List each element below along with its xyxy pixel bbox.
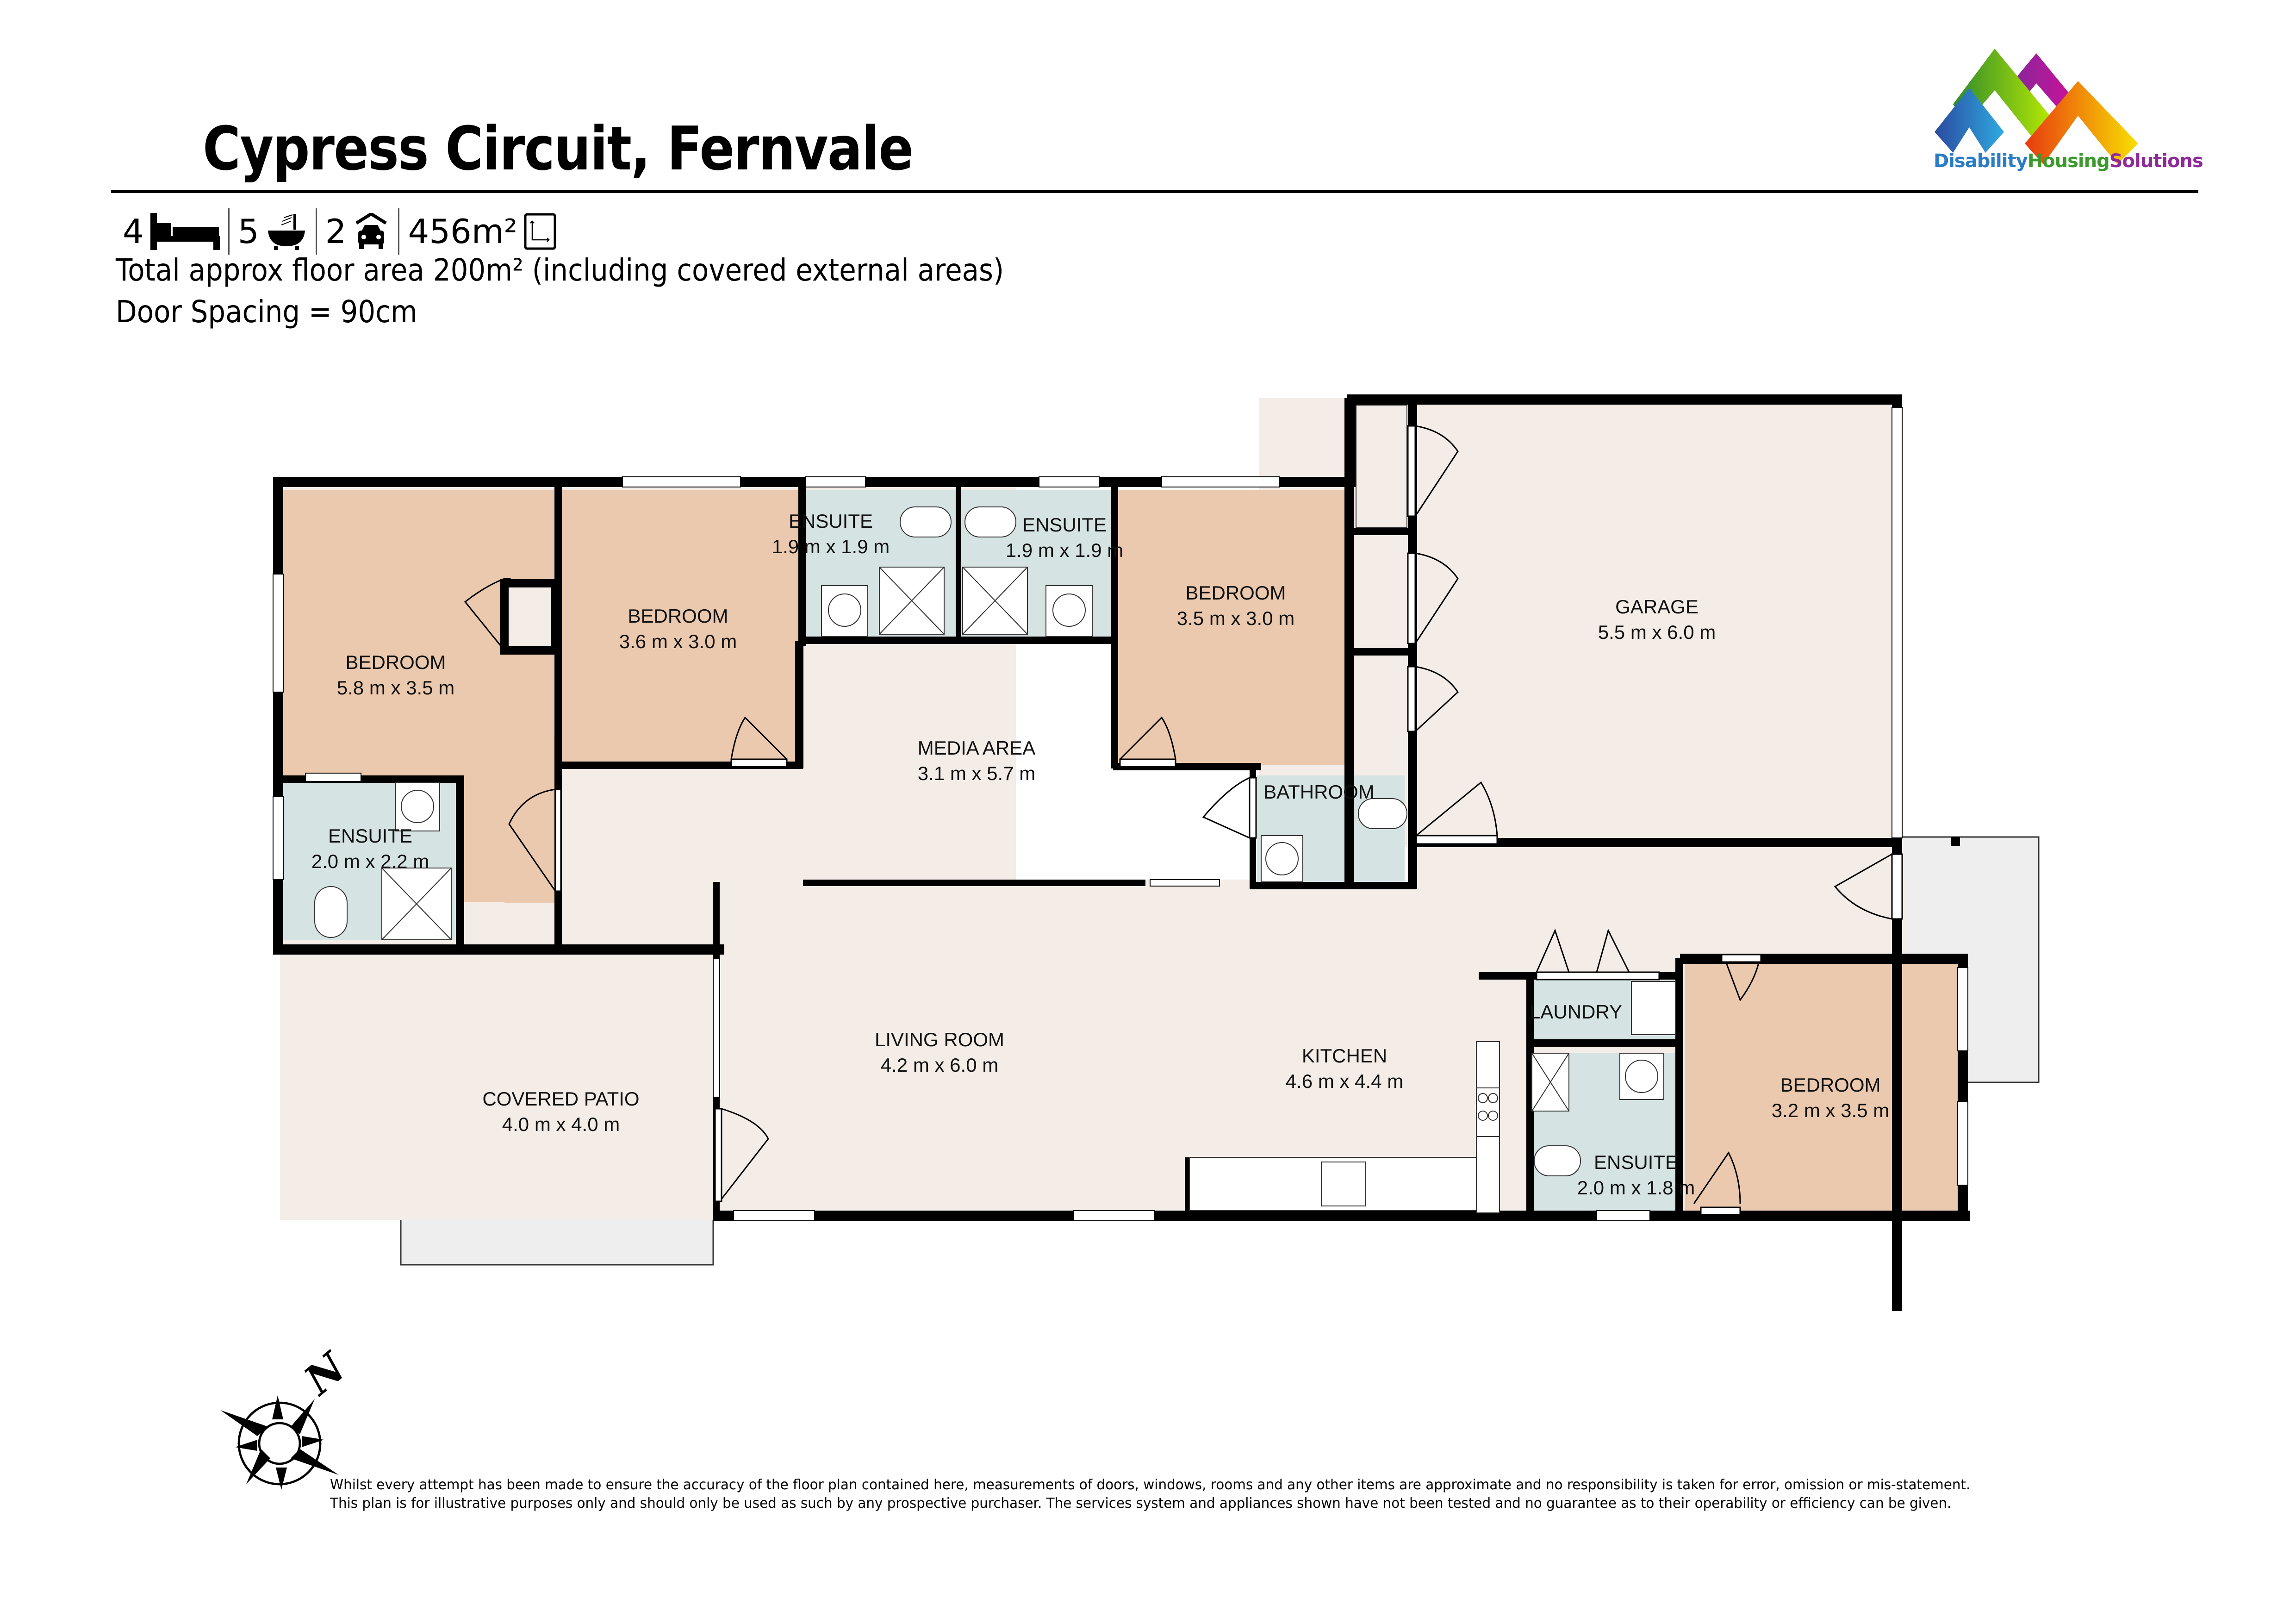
disclaimer-line-1: Whilst every attempt has been made to en… — [330, 1477, 1971, 1493]
windows[interactable] — [273, 407, 1968, 1221]
stat-bedrooms: 4 — [123, 208, 228, 255]
room-size: 3.2 m x 3.5 m — [1772, 1099, 1889, 1121]
room-name: BEDROOM — [1185, 582, 1286, 604]
room-name: ENSUITE — [1022, 514, 1107, 536]
fixtures — [314, 405, 1676, 1213]
company-logo-text: DisabilityHousingSolutions — [1934, 150, 2203, 172]
bed-icon — [150, 213, 220, 250]
land-area-value: 456m² — [408, 212, 517, 251]
room-labels: BEDROOM 5.8 m x 3.5 m BEDROOM 3.6 m x 3.… — [311, 510, 1889, 1199]
room-name: BEDROOM — [345, 651, 446, 673]
room-name: LAUNDRY — [1530, 1001, 1622, 1023]
room-size: 4.2 m x 6.0 m — [881, 1054, 998, 1076]
room-size: 5.8 m x 3.5 m — [337, 677, 454, 699]
room-name: COVERED PATIO — [482, 1088, 639, 1110]
room-size: 5.5 m x 6.0 m — [1598, 621, 1716, 643]
stat-land-area: 456m² — [398, 208, 564, 255]
room-size: 2.0 m x 1.8 m — [1577, 1177, 1695, 1199]
room-name: BEDROOM — [628, 605, 728, 627]
bathrooms-count: 5 — [237, 212, 259, 251]
compass-north-icon: N — [220, 1343, 356, 1490]
car-icon — [355, 213, 387, 249]
room-name: BEDROOM — [1780, 1074, 1880, 1096]
svg-text:N: N — [294, 1343, 355, 1405]
door-spacing-note: Door Spacing = 90cm — [116, 294, 417, 330]
company-logo-icon — [1935, 49, 2138, 164]
header-divider — [111, 190, 2198, 193]
room-size: 3.5 m x 3.0 m — [1177, 607, 1294, 629]
room-name: ENSUITE — [789, 510, 873, 532]
room-size: 4.6 m x 4.4 m — [1286, 1070, 1403, 1092]
disclaimer-line-2: This plan is for illustrative purposes o… — [330, 1495, 1952, 1512]
floor-area-note: Total approx floor area 200m² (including… — [116, 252, 1004, 288]
disclaimer: Whilst every attempt has been made to en… — [330, 1476, 1970, 1513]
stat-car-spaces: 2 — [315, 208, 398, 255]
room-size: 4.0 m x 4.0 m — [502, 1113, 620, 1135]
land-area-icon — [524, 213, 556, 250]
room-size: 3.1 m x 5.7 m — [918, 762, 1035, 784]
room-name: ENSUITE — [1594, 1151, 1678, 1173]
room-fills — [280, 398, 1958, 1220]
room-size: 2.0 m x 2.2 m — [311, 850, 429, 872]
room-name: BATHROOM — [1263, 781, 1375, 803]
stat-bathrooms: 5 — [228, 208, 316, 255]
doors[interactable] — [464, 425, 1903, 1216]
bath-icon — [268, 214, 305, 250]
room-size: 1.9 m x 1.9 m — [1006, 539, 1123, 561]
room-size: 1.9 m x 1.9 m — [772, 536, 890, 557]
room-name: KITCHEN — [1302, 1045, 1387, 1067]
room-name: GARAGE — [1615, 596, 1699, 618]
room-name: LIVING ROOM — [875, 1029, 1004, 1050]
room-name: ENSUITE — [328, 825, 412, 847]
room-name: MEDIA AREA — [918, 737, 1035, 759]
room-size: 3.6 m x 3.0 m — [619, 631, 737, 652]
page-title: Cypress Circuit, Fernvale — [203, 113, 914, 184]
property-stats: 4 5 2 456m² — [123, 206, 565, 257]
bedrooms-count: 4 — [123, 212, 144, 251]
car-spaces-count: 2 — [325, 212, 347, 251]
